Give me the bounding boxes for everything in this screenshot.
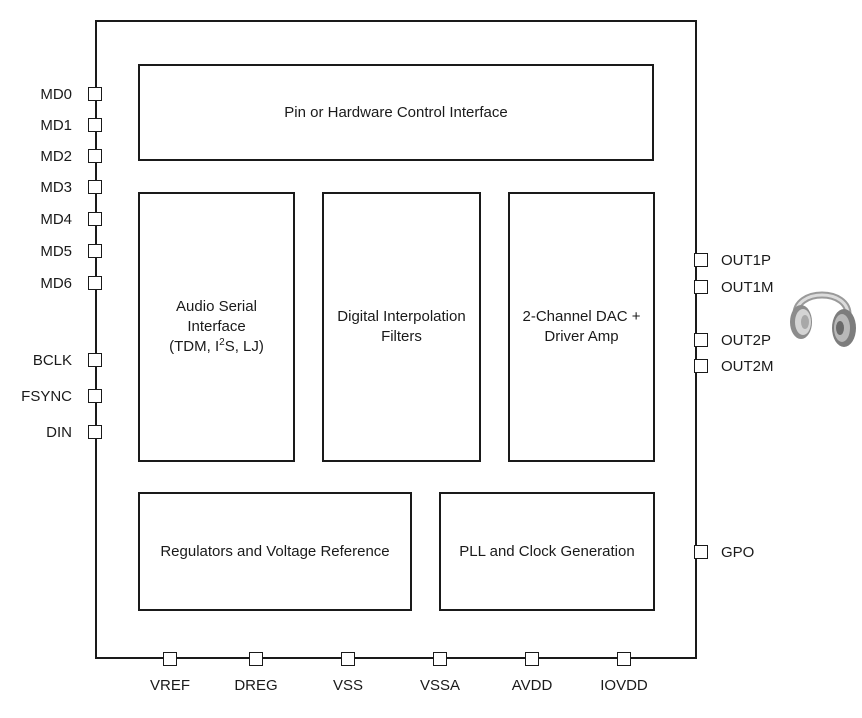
label-md2: MD2 [40, 148, 72, 165]
pin-md2 [88, 149, 102, 163]
audio-serial-interface-block: Audio Serial Interface (TDM, I2S, LJ) [138, 192, 295, 462]
interpolation-label: Digital Interpolation Filters [337, 308, 466, 345]
pll-block: PLL and Clock Generation [439, 492, 655, 611]
pin-out2m [694, 359, 708, 373]
label-out2m: OUT2M [721, 358, 774, 375]
label-md6: MD6 [40, 275, 72, 292]
label-dreg: DREG [234, 677, 278, 694]
pin-control-label: Pin or Hardware Control Interface [284, 103, 508, 121]
pin-vss [341, 652, 355, 666]
pin-bclk [88, 353, 102, 367]
pin-out2p [694, 333, 708, 347]
pin-md1 [88, 118, 102, 132]
label-out2p: OUT2P [721, 332, 772, 349]
headphones-icon [790, 291, 856, 347]
pin-md3 [88, 180, 102, 194]
pin-avdd [525, 652, 539, 666]
regulators-label: Regulators and Voltage Reference [160, 542, 390, 560]
pin-out1m [694, 280, 708, 294]
label-avdd: AVDD [511, 677, 553, 694]
pin-gpo [694, 545, 708, 559]
dac-label: 2-Channel DAC + Driver Amp [522, 308, 641, 345]
label-md1: MD1 [40, 117, 72, 134]
label-vssa: VSSA [419, 677, 461, 694]
label-fsync: FSYNC [21, 388, 72, 405]
pin-md5 [88, 244, 102, 258]
label-md5: MD5 [40, 243, 72, 260]
pin-md0 [88, 87, 102, 101]
regulators-block: Regulators and Voltage Reference [138, 492, 412, 611]
pin-control-interface-block: Pin or Hardware Control Interface [138, 64, 654, 161]
pin-vref [163, 652, 177, 666]
label-gpo: GPO [721, 544, 755, 561]
label-din: DIN [46, 424, 72, 441]
pin-vssa [433, 652, 447, 666]
label-out1m: OUT1M [721, 279, 774, 296]
pin-iovdd [617, 652, 631, 666]
label-md0: MD0 [40, 86, 72, 103]
dac-driver-block: 2-Channel DAC + Driver Amp [508, 192, 655, 462]
interpolation-filters-block: Digital Interpolation Filters [322, 192, 481, 462]
label-md4: MD4 [40, 211, 72, 228]
pin-dreg [249, 652, 263, 666]
pin-din [88, 425, 102, 439]
pin-md6 [88, 276, 102, 290]
label-vref: VREF [149, 677, 190, 694]
pll-label: PLL and Clock Generation [459, 542, 635, 560]
pin-fsync [88, 389, 102, 403]
label-md3: MD3 [40, 179, 72, 196]
label-iovdd: IOVDD [600, 677, 648, 694]
label-vss: VSS [332, 677, 363, 694]
label-out1p: OUT1P [721, 252, 772, 269]
pin-md4 [88, 212, 102, 226]
pin-out1p [694, 253, 708, 267]
label-bclk: BCLK [32, 352, 72, 369]
asi-label: Audio Serial Interface (TDM, I2S, LJ) [169, 298, 264, 355]
